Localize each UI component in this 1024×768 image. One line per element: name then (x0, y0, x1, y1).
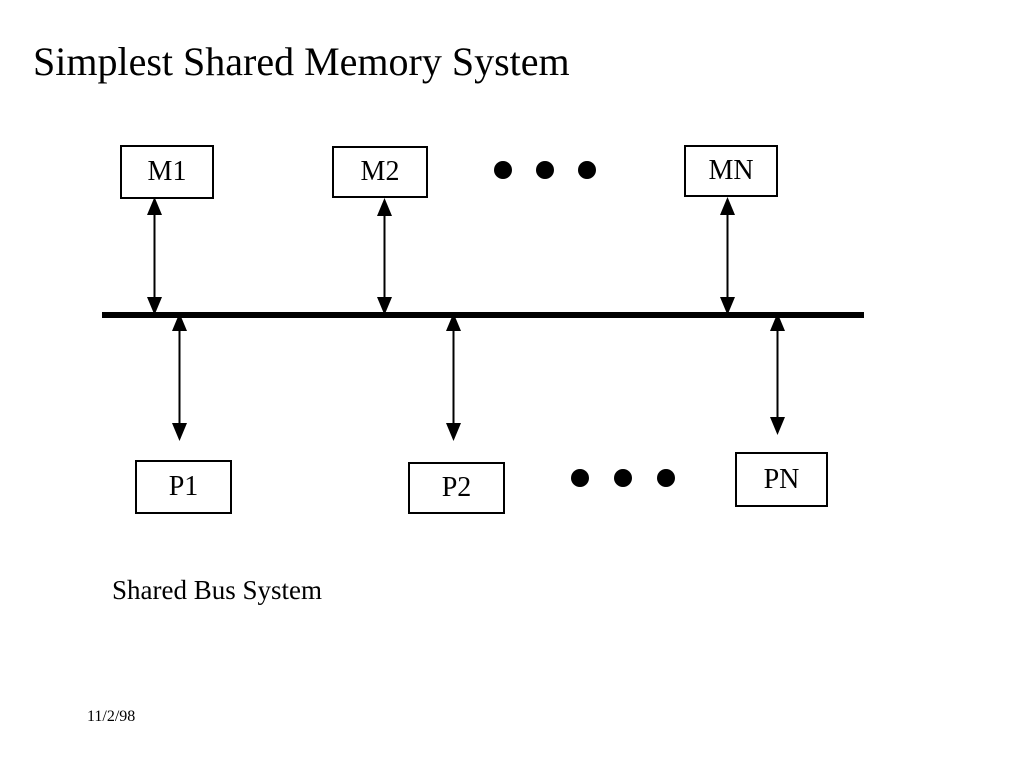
processor-pn-label: PN (763, 463, 800, 495)
dot-icon (657, 469, 675, 487)
dot-icon (494, 161, 512, 179)
processor-p1-label: P1 (168, 471, 199, 502)
page-title: Simplest Shared Memory System (33, 39, 570, 84)
ellipsis-dots-memory (494, 161, 596, 179)
memory-module-m2-label: M2 (360, 156, 400, 187)
processor-p2[interactable]: P2 (408, 462, 505, 514)
ellipsis-dots-processor (571, 469, 675, 487)
shared-bus[interactable] (102, 312, 864, 318)
memory-module-m2[interactable]: M2 (332, 146, 428, 198)
dot-icon (571, 469, 589, 487)
processor-pn[interactable]: PN (735, 452, 828, 507)
dot-icon (536, 161, 554, 179)
memory-module-m1[interactable]: M1 (120, 145, 214, 199)
connector-bus-p1 (172, 313, 187, 441)
connector-mn-bus (720, 197, 735, 315)
connector-m1-bus (147, 197, 162, 315)
connector-m2-bus (377, 198, 392, 315)
diagram-caption: Shared Bus System (112, 575, 323, 605)
slide-date: 11/2/98 (87, 708, 136, 725)
connector-bus-p2 (446, 313, 461, 441)
memory-module-mn[interactable]: MN (684, 145, 778, 197)
memory-module-mn-label: MN (708, 155, 754, 186)
processor-p2-label: P2 (441, 472, 472, 503)
connector-bus-pn (770, 313, 785, 435)
memory-module-m1-label: M1 (147, 156, 187, 187)
dot-icon (614, 469, 632, 487)
processor-p1[interactable]: P1 (135, 460, 232, 514)
dot-icon (578, 161, 596, 179)
